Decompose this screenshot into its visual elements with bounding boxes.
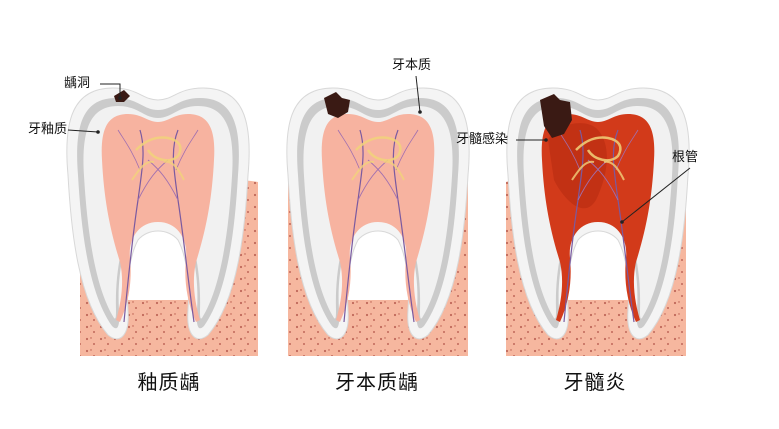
label-enamel: 牙釉质 bbox=[28, 122, 68, 137]
caries-deep bbox=[540, 94, 572, 138]
panel-2-dentin-caries bbox=[286, 87, 470, 356]
caption-pulpitis: 牙髓炎 bbox=[563, 370, 627, 394]
label-root-canal: 根管 bbox=[672, 150, 699, 165]
infected-core bbox=[548, 123, 607, 209]
panel-3-pulpitis bbox=[506, 87, 690, 356]
root-canal-leader bbox=[621, 167, 691, 223]
caries-cavity bbox=[324, 92, 350, 118]
caries-leader bbox=[100, 83, 121, 98]
leader-lines bbox=[67, 75, 691, 223]
caption-dentin-caries: 牙本质龋 bbox=[335, 370, 419, 394]
caries-spot bbox=[114, 90, 130, 102]
panel-1-enamel-caries bbox=[66, 87, 258, 356]
label-pulp-infection: 牙髓感染 bbox=[456, 132, 509, 147]
label-caries: 龋洞 bbox=[64, 76, 91, 91]
label-dentin: 牙本质 bbox=[392, 58, 432, 73]
enamel-leader bbox=[67, 129, 99, 133]
caption-enamel-caries: 釉质龋 bbox=[137, 370, 201, 394]
dentin-leader bbox=[415, 75, 421, 113]
